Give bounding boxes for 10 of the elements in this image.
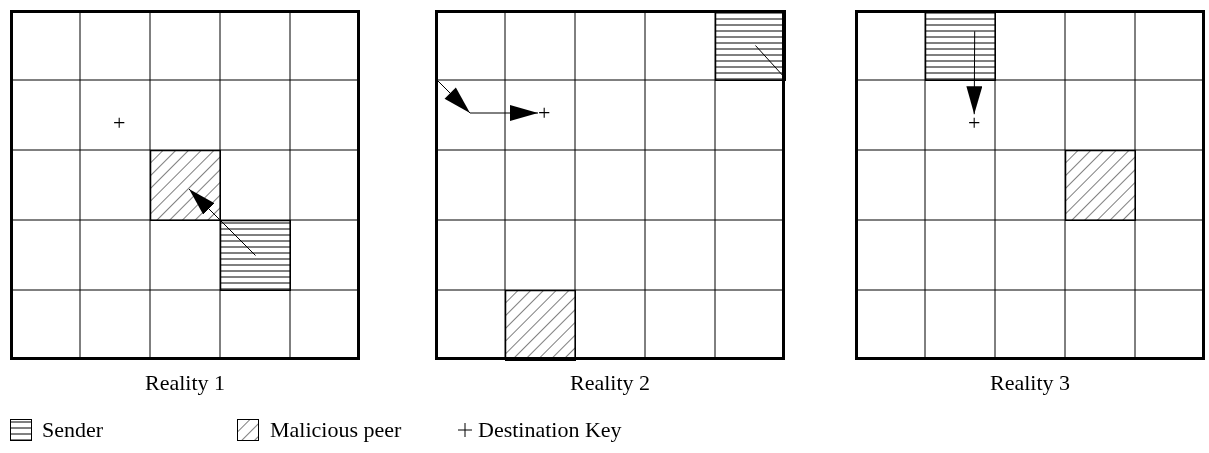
- destination-key-mark: +: [968, 112, 981, 134]
- grid-caption: Reality 2: [568, 372, 651, 394]
- grid-caption: Reality 1: [143, 372, 226, 394]
- arrow: [966, 30, 983, 115]
- legend-label: Destination Key: [478, 419, 622, 441]
- destination-key-mark: +: [538, 102, 551, 124]
- legend-label: Sender: [42, 419, 104, 441]
- destination-key-mark: +: [113, 112, 126, 134]
- legend-label: Malicious peer: [270, 419, 402, 441]
- grid-caption: Reality 3: [988, 372, 1071, 394]
